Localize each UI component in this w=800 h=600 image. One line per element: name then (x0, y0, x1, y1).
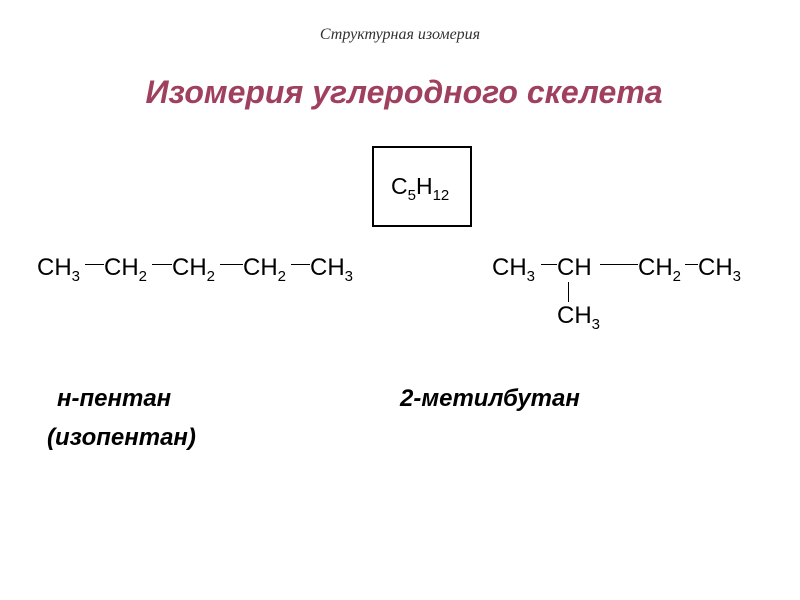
pentane-group-4: CH2 (243, 254, 287, 285)
slide-title: Изомерия углеродного скелета (145, 74, 663, 110)
pentane-bond-3 (220, 264, 243, 265)
pentane-group-2: CH2 (104, 254, 148, 285)
pentane-group-1: CH3 (37, 254, 81, 285)
molecular-formula-box: C5H12 (372, 146, 472, 227)
formula-hydrogen-count: 12 (432, 187, 450, 204)
methylbutane-branch-group: CH3 (557, 302, 601, 333)
formula-hydrogen: H (415, 173, 433, 199)
pentane-bond-2 (152, 264, 172, 265)
formula-carbon: C (391, 173, 408, 199)
pentane-group-5: CH3 (310, 254, 354, 285)
pentane-group-3: CH2 (172, 254, 216, 285)
methylbutane-group-2: CH (557, 254, 592, 281)
molecular-formula: C5H12 (391, 173, 449, 204)
methylbutane-bond-2 (600, 264, 638, 265)
methylbutane-group-3: CH2 (638, 254, 682, 285)
slide-subtitle: Структурная изомерия (319, 26, 481, 43)
methylbutane-name: 2-метилбутан (400, 385, 580, 412)
methylbutane-group-4: CH3 (698, 254, 742, 285)
methylbutane-bond-1 (541, 264, 557, 265)
formula-carbon-count: 5 (407, 187, 416, 204)
pentane-bond-1 (85, 264, 104, 265)
pentane-bond-4 (291, 264, 310, 265)
pentane-alt-name: (изопентан) (47, 424, 196, 451)
methylbutane-branch-bond (568, 282, 569, 302)
methylbutane-group-1: CH3 (492, 254, 536, 285)
methylbutane-bond-3 (685, 264, 698, 265)
pentane-name: н-пентан (57, 385, 172, 412)
